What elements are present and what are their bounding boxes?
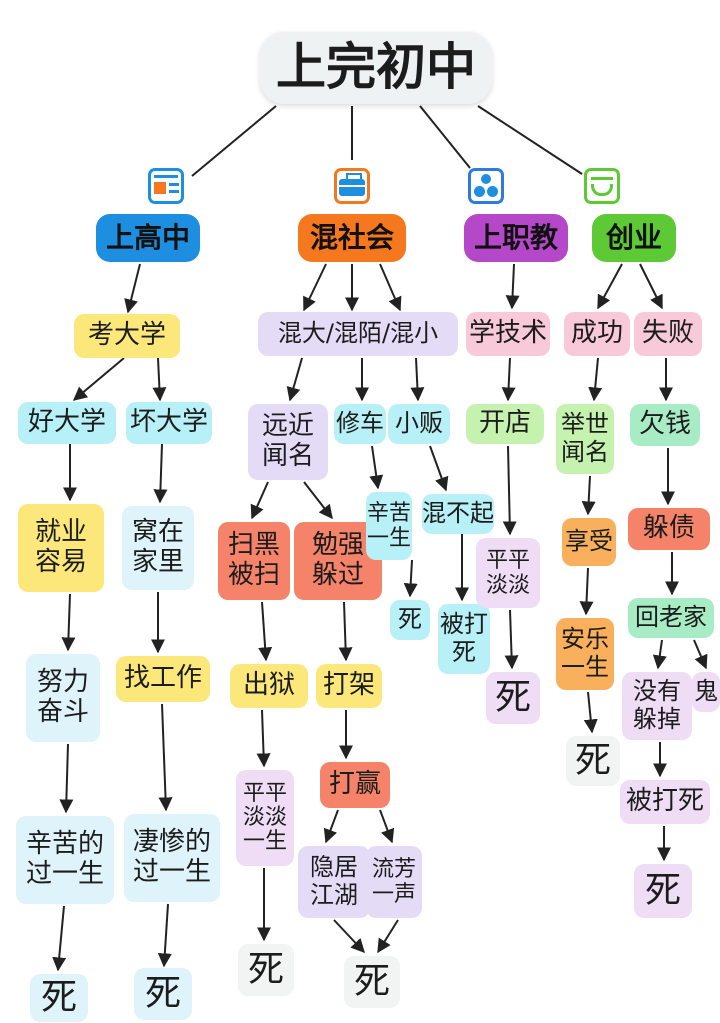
node-kaidian: 开店 [466, 404, 544, 444]
node-yuanjin: 远近 闻名 [248, 404, 328, 480]
connector-line [158, 703, 173, 812]
inbox-icon [584, 168, 620, 204]
node-beida1: 被打 死 [438, 604, 490, 674]
briefcase-icon [334, 168, 370, 204]
connector-line [379, 809, 395, 844]
connector-line [258, 601, 273, 662]
connector-line [377, 919, 399, 954]
connector-line [303, 481, 333, 520]
node-jushi: 举世 闻名 [556, 404, 614, 474]
connector-line [639, 263, 663, 310]
connector-line [652, 639, 667, 670]
connector-line [505, 263, 520, 310]
node-si3: 死 [390, 600, 430, 640]
connector-line [583, 691, 598, 734]
connector-line [501, 357, 516, 402]
connector-line [410, 357, 425, 402]
connector-line [286, 357, 303, 402]
connector-line [153, 443, 168, 504]
node-zhaogongzuo: 找工作 [116, 656, 210, 702]
node-pingping2: 平平 淡淡 [476, 538, 540, 608]
node-miaoqiang: 勉强 躲过 [294, 522, 382, 600]
branch-vocational: 上职教 [464, 214, 568, 262]
node-meiyou: 没有 躲掉 [622, 672, 692, 740]
connector-line [581, 475, 596, 516]
node-si2: 死 [134, 968, 192, 1020]
connector-line [369, 445, 384, 490]
node-haodaxue: 好大学 [18, 402, 116, 444]
node-wozai: 窝在 家里 [122, 506, 194, 590]
node-chenggong: 成功 [564, 312, 630, 356]
node-beidasi: 被打死 [620, 780, 710, 824]
node-anle: 安乐 一生 [556, 618, 614, 690]
connector-line [61, 593, 76, 652]
connector-line [403, 559, 418, 598]
branch-business: 创业 [592, 214, 676, 262]
node-xuejishu: 学技术 [466, 312, 550, 356]
node-chuyu: 出狱 [230, 664, 308, 708]
connector-line [250, 481, 269, 520]
node-yinju: 隐居 江湖 [298, 846, 370, 918]
connector-line [52, 905, 67, 972]
node-kaodaxue: 考大学 [74, 314, 180, 358]
connector-line [59, 743, 74, 814]
connector-line [157, 903, 172, 968]
node-huilaojia: 回老家 [628, 598, 714, 638]
node-dajia: 打架 [316, 664, 382, 708]
connector-line [124, 263, 141, 314]
connector-line [191, 105, 277, 177]
node-gui: 鬼 [692, 672, 720, 712]
connector-line [597, 263, 623, 310]
node-saohei: 扫黑 被扫 [218, 522, 290, 600]
node-nuli: 努力 奋斗 [26, 654, 100, 742]
node-xinku: 辛苦的 过一生 [16, 816, 114, 904]
connector-line [256, 709, 271, 768]
node-huaidaxue: 坏大学 [126, 402, 212, 444]
node-xiaofan: 小贩 [388, 404, 450, 444]
connector-line [72, 357, 125, 401]
connector-line [693, 639, 708, 670]
root-node: 上完初中 [260, 32, 492, 104]
node-si1: 死 [30, 974, 88, 1022]
node-si6: 死 [486, 672, 540, 724]
connector-line [429, 445, 449, 492]
node-xiuche: 修车 [334, 404, 386, 444]
people-icon [468, 168, 504, 204]
connector-line [338, 601, 353, 662]
node-liangming: 流芳 一声 [366, 846, 422, 918]
node-qianqian: 欠钱 [630, 404, 700, 446]
node-si5: 死 [344, 956, 400, 1008]
connector-line [504, 609, 519, 670]
node-xinku2: 辛苦 一生 [366, 492, 412, 560]
node-xiangshou: 享受 [562, 518, 616, 566]
node-pingping1: 平平 淡淡 一生 [236, 770, 294, 866]
node-shibai: 失败 [634, 312, 702, 356]
node-si8: 死 [634, 864, 692, 918]
connector-line [579, 567, 594, 616]
connector-line [323, 809, 339, 844]
node-si7: 死 [566, 736, 620, 786]
node-qicang: 凄惨的 过一生 [124, 814, 220, 902]
connector-line [303, 263, 327, 312]
branch-society: 混社会 [298, 214, 406, 262]
node-hunda: 混大/混陌/混小 [258, 312, 458, 356]
node-duozhai: 躲债 [628, 508, 710, 550]
connector-line [152, 357, 167, 402]
node-daying: 打赢 [320, 762, 390, 808]
connector-line [588, 357, 603, 402]
document-icon [148, 168, 184, 204]
branch-high-school: 上高中 [96, 214, 200, 262]
connector-line [379, 263, 402, 312]
connector-line [333, 919, 365, 954]
connector-line [502, 445, 517, 536]
connector-line [419, 105, 471, 169]
connector-line [477, 105, 583, 175]
node-hunbuqi: 混不起 [422, 494, 494, 534]
node-jiuye: 就业 容易 [18, 504, 104, 592]
node-si4: 死 [238, 944, 294, 996]
